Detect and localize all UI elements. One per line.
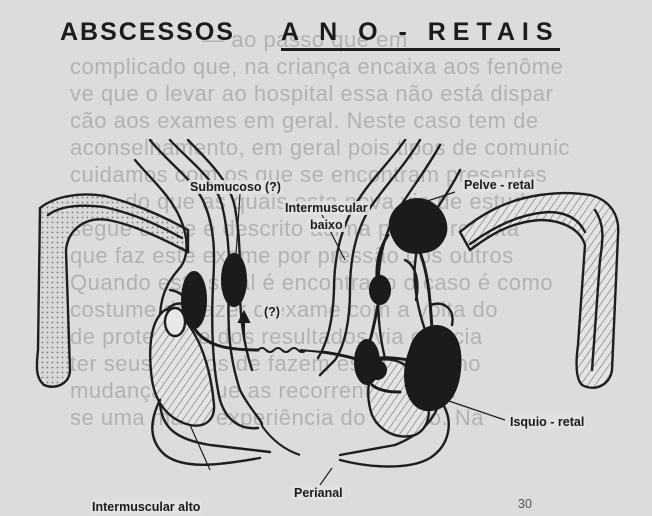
pelvirectal-abscess <box>390 199 447 253</box>
label-question-mark: (?) <box>262 305 282 319</box>
anal-opening <box>258 348 322 455</box>
intermuscular-high-abscess-left <box>182 272 206 328</box>
ischiorectal-abscess <box>405 326 460 410</box>
label-perianal: Perianal <box>292 486 345 500</box>
submucosal-abscess <box>222 254 246 306</box>
label-intermuscular-baixo-line1: Intermuscular <box>283 201 370 215</box>
label-isquio-retal: Isquio - retal <box>508 415 586 429</box>
label-intermuscular-alto: Intermuscular alto <box>90 500 202 514</box>
label-page-fragment: 30 <box>516 497 534 511</box>
label-submucoso: Submucoso (?) <box>188 180 283 194</box>
leader-lines <box>190 192 505 485</box>
label-pelve-retal: Pelve - retal <box>462 178 536 192</box>
perianal-abscess <box>368 361 386 379</box>
label-intermuscular-baixo-line2: baixo <box>308 218 345 232</box>
pelvirectal-abscess-small <box>370 276 390 304</box>
